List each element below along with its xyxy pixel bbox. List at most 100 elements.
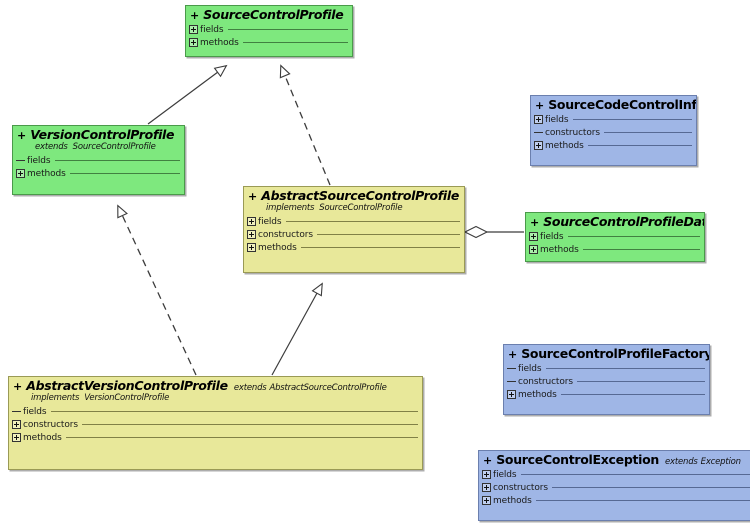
edge-generalization-vcp-to-scp	[147, 64, 228, 125]
compartment-constructors[interactable]: constructors	[479, 481, 750, 494]
expand-plus-icon[interactable]	[507, 390, 516, 399]
relation-target: Exception	[700, 457, 741, 467]
compartment-fields[interactable]: fields	[9, 405, 422, 418]
compartment-rule	[520, 474, 750, 475]
expand-plus-icon[interactable]	[189, 25, 198, 34]
compartment-rule	[582, 249, 700, 250]
compartment-label: fields	[518, 363, 542, 374]
expand-plus-icon[interactable]	[534, 141, 543, 150]
visibility-marker: +	[530, 216, 540, 229]
compartment-label: methods	[518, 389, 557, 400]
visibility-marker: +	[508, 348, 518, 361]
compartment-label: methods	[258, 242, 297, 253]
class-name: AbstractVersionControlProfile	[26, 378, 228, 393]
compartment-methods[interactable]: methods	[479, 494, 750, 507]
compartment-constructors[interactable]: constructors	[531, 126, 696, 139]
compartment-fields[interactable]: fields	[504, 362, 709, 375]
compartment-label: methods	[493, 495, 532, 506]
compartment-methods[interactable]: methods	[531, 139, 696, 152]
compartment-rule	[587, 145, 692, 146]
expand-plus-icon[interactable]	[482, 470, 491, 479]
compartment-label: fields	[545, 114, 569, 125]
visibility-marker: +	[535, 99, 545, 112]
compartment-label: fields	[258, 216, 282, 227]
class-name: VersionControlProfile	[30, 127, 175, 142]
compartment-fields[interactable]: fields	[526, 230, 704, 243]
compartment-label: fields	[27, 155, 51, 166]
compartment-fields[interactable]: fields	[479, 468, 750, 481]
relation-target: SourceControlProfile	[319, 203, 403, 213]
relation-keyword: extends	[233, 383, 267, 393]
compartment-rule	[54, 160, 180, 161]
compartment-label: fields	[23, 406, 47, 417]
compartment-label: constructors	[545, 127, 600, 138]
visibility-marker: +	[13, 380, 23, 393]
compartment-methods[interactable]: methods	[13, 167, 184, 180]
compartment-rule	[300, 247, 460, 248]
relation-keyword: extends	[35, 142, 68, 152]
compartment-constructors[interactable]: constructors	[504, 375, 709, 388]
expand-plus-icon[interactable]	[12, 433, 21, 442]
class-box-source-code-control-info[interactable]: +SourceCodeControlInfo fields constructors…	[530, 95, 697, 166]
expand-plus-icon[interactable]	[12, 420, 21, 429]
compartment-methods[interactable]: methods	[504, 388, 709, 401]
compartment-rule	[535, 500, 750, 501]
compartment-methods[interactable]: methods	[186, 36, 352, 49]
expand-plus-icon[interactable]	[482, 483, 491, 492]
class-name: SourceControlException	[496, 452, 660, 467]
compartment-rule	[551, 487, 750, 488]
expand-plus-icon[interactable]	[189, 38, 198, 47]
compartment-fields[interactable]: fields	[244, 215, 464, 228]
edge-aggregation-ascp-to-scpd	[463, 225, 524, 239]
compartment-methods[interactable]: methods	[244, 241, 464, 254]
compartment-fields[interactable]: fields	[13, 154, 184, 167]
expand-plus-icon[interactable]	[247, 217, 256, 226]
compartment-methods[interactable]: methods	[526, 243, 704, 256]
expand-plus-icon[interactable]	[529, 232, 538, 241]
expand-plus-icon[interactable]	[247, 243, 256, 252]
class-name: AbstractSourceControlProfile	[261, 188, 460, 203]
compartment-label: constructors	[518, 376, 573, 387]
expand-plus-icon[interactable]	[482, 496, 491, 505]
compartment-constructors[interactable]: constructors	[9, 418, 422, 431]
relation-keyword: implements	[266, 203, 315, 213]
expand-plus-icon[interactable]	[529, 245, 538, 254]
compartment-label: constructors	[258, 229, 313, 240]
expand-plus-icon[interactable]	[247, 230, 256, 239]
compartment-rule	[576, 381, 705, 382]
compartment-rule	[242, 42, 348, 43]
compartment-constructors[interactable]: constructors	[244, 228, 464, 241]
compartment-fields[interactable]: fields	[531, 113, 696, 126]
edge-generalization-avcp-to-ascp	[271, 282, 323, 376]
compartment-methods[interactable]: methods	[9, 431, 422, 444]
edge-realization-avcp-to-vcp	[117, 204, 197, 376]
compartment-list: fields constructors methods	[244, 214, 464, 256]
compartment-rule	[69, 173, 180, 174]
class-header: +SourceControlProfileData	[526, 213, 704, 229]
expand-plus-icon[interactable]	[534, 115, 543, 124]
compartment-fields[interactable]: fields	[186, 23, 352, 36]
class-header: +AbstractSourceControlProfile	[244, 187, 464, 203]
relation-keyword: implements	[31, 393, 80, 403]
class-name: SourceCodeControlInfo	[548, 97, 697, 112]
expand-plus-icon[interactable]	[16, 169, 25, 178]
compartment-label: fields	[200, 24, 224, 35]
empty-dash-icon	[534, 128, 543, 137]
compartment-label: methods	[540, 244, 579, 255]
